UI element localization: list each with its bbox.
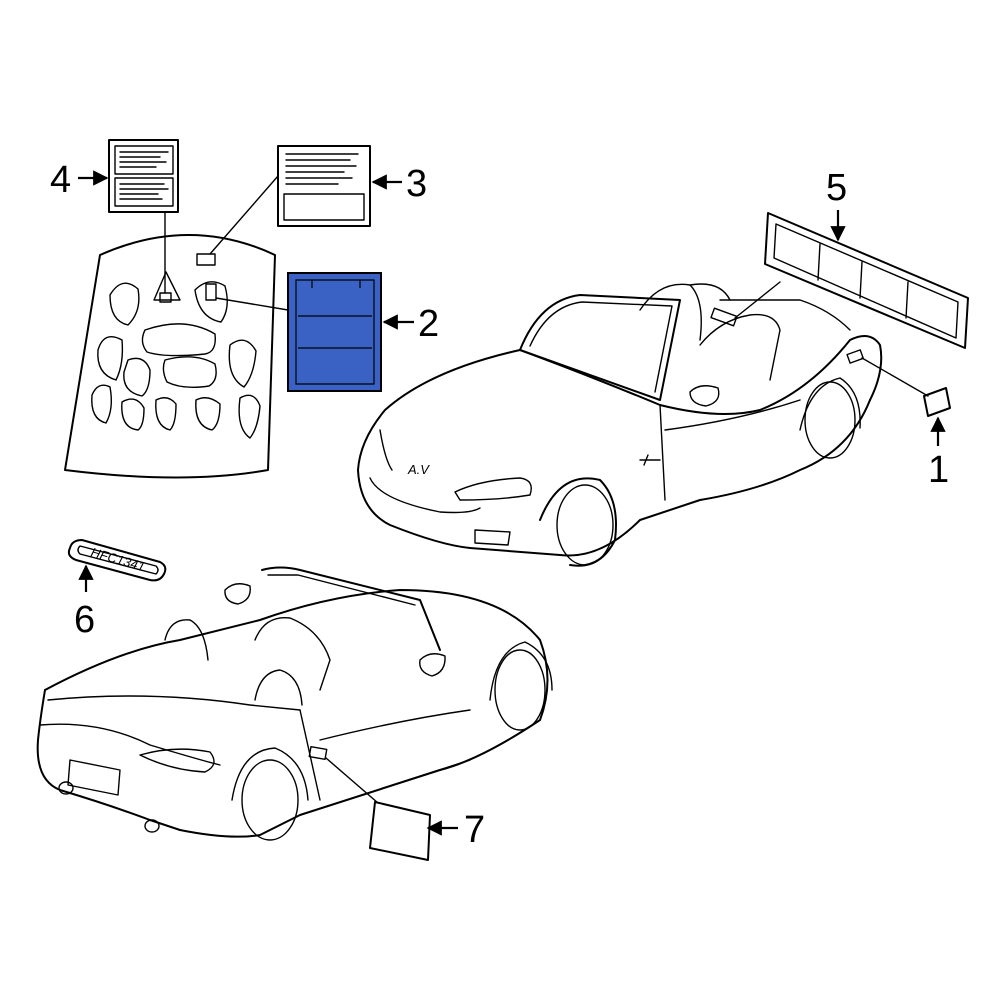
part-3-label [209,145,371,255]
callout-numbers: 1 2 3 4 5 6 7 [50,159,949,851]
hood-badge: A.V [407,462,430,477]
callout-5: 5 [826,167,847,209]
part-4-label-stack [108,139,179,294]
callout-2: 2 [418,303,439,345]
callout-arrows [78,170,946,836]
part-1-label [861,357,951,417]
callout-7: 7 [464,809,485,851]
part-6-plate: HFC1341 [67,539,167,582]
part-2-label-highlighted [215,272,382,392]
callout-1: 1 [928,449,949,491]
part-7-label [325,757,431,861]
callout-4: 4 [50,159,71,201]
part-5-label-strip [710,212,969,349]
callout-6: 6 [74,599,95,641]
car-front-view: A.V [357,283,883,567]
callout-3: 3 [406,163,427,205]
car-rear-view [36,566,553,841]
hood-underside [64,234,276,479]
